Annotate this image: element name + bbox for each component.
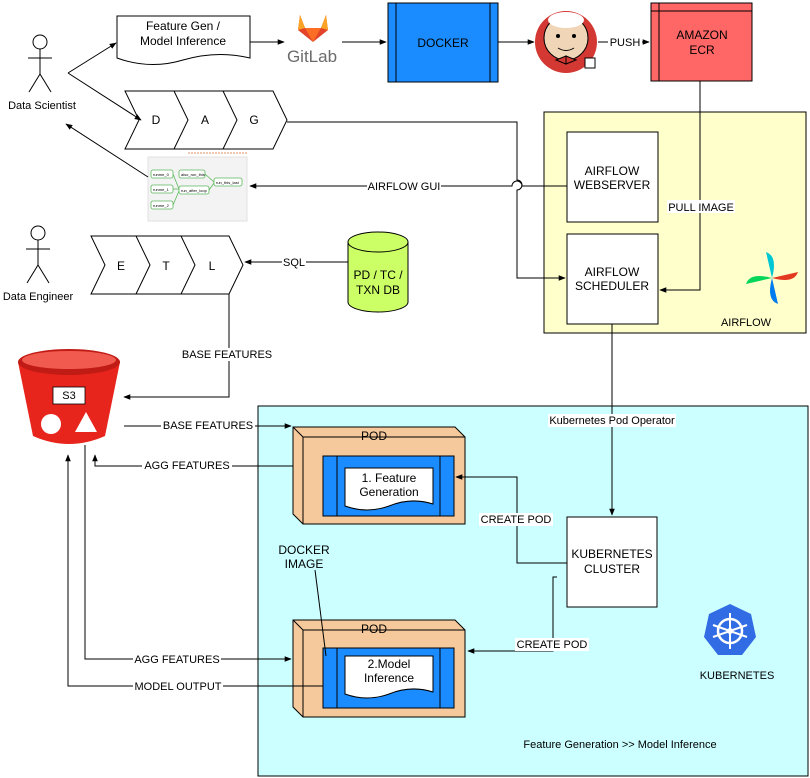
feature-gen-line1: Feature Gen /: [146, 19, 221, 33]
amazon-ecr-box: [650, 2, 753, 82]
dag-g: G: [249, 113, 258, 127]
edge-airflow-gui: [249, 180, 567, 189]
edge-label-airflow-gui: AIRFLOW GUI: [368, 181, 441, 193]
edge-label-base-features-1: BASE FEATURES: [182, 349, 272, 361]
feature-gen-document: [116, 15, 251, 66]
docker-image-line1: DOCKER: [278, 543, 330, 557]
docker-box: [387, 2, 499, 83]
edge-label-push: PUSH: [610, 37, 641, 49]
feature-gen-line2: Model Inference: [140, 34, 226, 48]
database-cylinder: [347, 231, 409, 313]
pod-1-title: POD: [361, 429, 387, 443]
webserver-line2: WEBSERVER: [574, 178, 651, 192]
edge-label-create-pod-2: CREATE POD: [517, 639, 588, 651]
docker-label: DOCKER: [417, 36, 469, 50]
edge-pull-image: [659, 81, 701, 293]
pod-1-doc-line2: Generation: [359, 485, 418, 499]
pod-1-doc-line1: 1. Feature: [362, 471, 417, 485]
ecr-line1: AMAZON: [676, 28, 727, 42]
edge-pod2-to-s3: [65, 454, 323, 687]
etl-l: L: [209, 259, 216, 273]
edge-scientist-to-dag: [67, 72, 142, 121]
dag-preview-thumbnail: runme_0 also_run_this runme_1 run_after_…: [147, 152, 248, 222]
data-engineer-actor: [26, 225, 50, 284]
etl-chevrons: [90, 235, 244, 295]
scheduler-line2: SCHEDULER: [575, 279, 649, 293]
edge-label-agg-features-1: AGG FEATURES: [144, 460, 229, 472]
edge-s3-to-pod2: [84, 445, 292, 662]
kubernetes-cluster-box: [566, 516, 658, 608]
edge-thumbnail-to-scientist: [65, 123, 149, 178]
ecr-line2: ECR: [689, 43, 715, 57]
edge-labels: PUSH PULL IMAGE AIRFLOW GUI SQL BASE FEA…: [133, 36, 735, 693]
edge-label-sql: SQL: [283, 257, 305, 269]
edge-label-pull-image: PULL IMAGE: [668, 202, 734, 214]
edge-label-agg-features-2: AGG FEATURES: [134, 654, 219, 666]
dag-node-run-this-last: run_this_last: [216, 180, 240, 185]
pod-2: [292, 619, 466, 718]
kubernetes-container-label: KUBERNETES: [700, 670, 775, 682]
edge-dag-to-scheduler: [287, 121, 566, 281]
jenkins-icon: [535, 11, 597, 73]
data-engineer-label: Data Engineer: [3, 291, 74, 303]
pod-1: [292, 426, 466, 525]
dag-chevrons: [124, 90, 288, 150]
pod-2-title: POD: [361, 622, 387, 636]
airflow-scheduler-box: [566, 233, 659, 325]
webserver-line1: AIRFLOW: [585, 164, 640, 178]
airflow-webserver-box: [566, 131, 659, 223]
edge-label-base-features-2: BASE FEATURES: [163, 420, 253, 432]
dag-d: D: [152, 113, 161, 127]
edge-label-k8s-pod-operator: Kubernetes Pod Operator: [549, 415, 675, 427]
flow-caption: Feature Generation >> Model Inference: [523, 739, 716, 751]
etl-e: E: [117, 259, 125, 273]
cluster-line1: KUBERNETES: [571, 547, 652, 561]
s3-bucket-icon: [18, 349, 120, 444]
docker-image-connector: [314, 569, 327, 657]
gitlab-label: GitLab: [287, 47, 337, 66]
db-line2: TXN DB: [356, 283, 400, 297]
cluster-line2: CLUSTER: [584, 562, 640, 576]
docker-image-line2: IMAGE: [285, 557, 324, 571]
etl-t: T: [162, 259, 170, 273]
dag-node-also-run-this: also_run_this: [181, 172, 205, 177]
gitlab-icon: [298, 15, 328, 42]
scheduler-line1: AIRFLOW: [585, 265, 640, 279]
dag-node-run-after-loop: run_after_loop: [181, 188, 208, 193]
dag-node-runme-0: runme_0: [153, 172, 170, 177]
data-scientist-label: Data Scientist: [8, 100, 76, 112]
edge-create-pod-2: [467, 576, 557, 654]
edge-etl-to-s3: [123, 294, 230, 400]
dag-node-runme-1: runme_1: [153, 187, 170, 192]
kubernetes-logo-icon: [704, 604, 756, 655]
airflow-container-label: AIRFLOW: [721, 317, 772, 329]
edge-label-model-output: MODEL OUTPUT: [135, 681, 222, 693]
s3-label: S3: [62, 390, 75, 402]
pod-2-doc-line1: 2.Model: [368, 657, 411, 671]
airflow-logo-icon: [746, 252, 798, 304]
edge-label-create-pod-1: CREATE POD: [481, 514, 552, 526]
dag-a: A: [201, 113, 209, 127]
db-line1: PD / TC /: [353, 268, 403, 282]
pod-2-doc-line2: Inference: [364, 671, 414, 685]
data-scientist-actor: [28, 34, 52, 93]
dag-node-runme-2: runme_2: [153, 203, 170, 208]
edge-scientist-to-docgen: [67, 42, 117, 74]
